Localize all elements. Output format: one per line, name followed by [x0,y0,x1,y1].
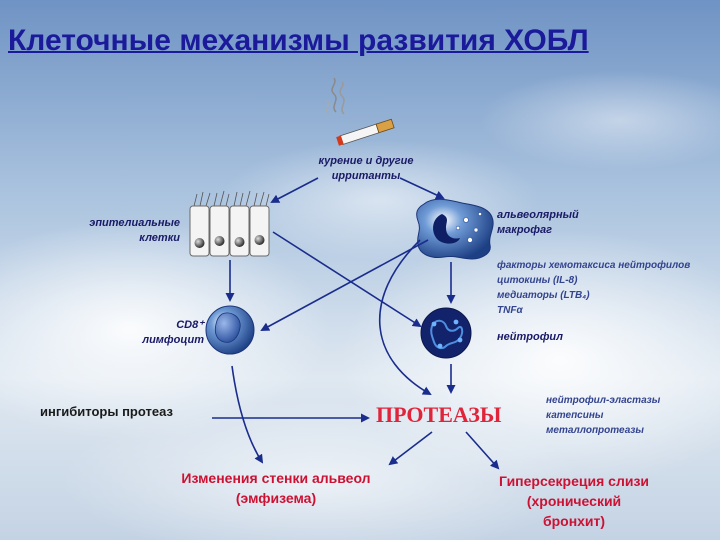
factor-item: факторы хемотаксиса нейтрофилов [497,260,691,271]
arrow-proteases-to-emphysema [388,431,433,466]
cd8-lymphocyte-icon [205,305,255,355]
macrophage-factors-list: факторы хемотаксиса нейтрофилов цитокины… [497,258,717,318]
arrow-smoking-to-macrophage [399,177,445,200]
macrophage-label: альвеолярный макрофаг [497,209,579,236]
cd8-label: CD8⁺ лимфоцит [142,319,204,346]
factor-item: цитокины (IL-8) [497,275,578,286]
outcome-bronchitis: Гиперсекреция слизи (хронический бронхит… [498,473,650,529]
arrow-epithelial-to-neutrophil [272,231,422,328]
protease-inhibitors-label: ингибиторы протеаз [40,404,173,419]
neutrophil-label: нейтрофил [497,331,563,343]
factor-item: медиаторы (LTB₄) [497,290,590,301]
proteases-label: ПРОТЕАЗЫ [376,402,502,427]
cigarette-icon [326,77,395,146]
outcome-emphysema: Изменения стенки альвеол (эмфизема) [181,470,371,506]
neutrophil-icon [420,307,472,359]
arrow-smoking-to-epithelial [270,177,319,203]
epithelial-cells-icon [189,190,270,257]
epithelial-label: эпителиальные клетки [89,217,180,244]
protease-types-list: нейтрофил-эластазы катепсины металлопрот… [546,393,716,438]
protease-type-item: катепсины [546,410,604,421]
page-title: Клеточные механизмы развития ХОБЛ [8,24,589,57]
smoking-label: курение и другие ирританты [318,155,414,182]
arrow-proteases-to-bronchitis [465,431,500,470]
macrophage-icon [416,198,494,260]
arrow-macrophage-to-proteases [378,239,432,395]
factor-item: TNFα [497,305,523,316]
protease-type-item: нейтрофил-эластазы [546,395,661,406]
arrow-cd8-to-emphysema [231,365,264,464]
arrow-macrophage-to-cd8 [260,239,429,331]
protease-type-item: металлопротеазы [546,425,644,436]
